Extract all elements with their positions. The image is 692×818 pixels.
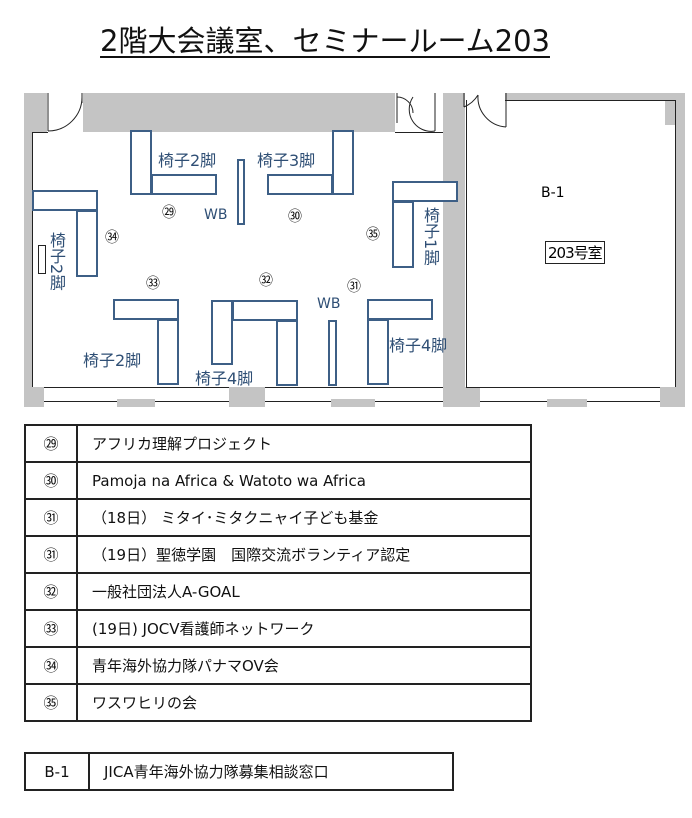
booth-b1-label: B-1: [541, 185, 565, 201]
wall-corner: [24, 93, 47, 133]
inner-wall: [505, 100, 675, 101]
booth-number: ㉙: [24, 424, 78, 463]
booth-number: ㉙: [162, 205, 176, 221]
b1-name: JICA青年海外協力隊募集相談窓口: [88, 752, 454, 791]
table-29: [151, 174, 217, 195]
chair-label: 椅子3脚: [257, 151, 316, 170]
b1-code: B-1: [24, 752, 90, 791]
booth-number: ㉛: [24, 535, 78, 574]
wall-top-header: [83, 93, 395, 132]
inner-wall: [32, 132, 48, 133]
pillar: [443, 387, 480, 407]
table-33: [157, 319, 179, 385]
inner-wall: [466, 100, 467, 387]
whiteboard-label: WB: [317, 296, 341, 312]
pillar: [660, 387, 685, 407]
booth-name: Pamoja na Africa & Watoto wa Africa: [76, 461, 532, 500]
whiteboard: [328, 320, 337, 386]
table-32: [232, 300, 298, 321]
table-30: [267, 174, 333, 195]
wall-left: [24, 93, 32, 407]
table-34: [76, 210, 98, 277]
table-row: ㉛（18日） ミタイ･ミタクニャイ子ども基金: [24, 498, 532, 537]
door-icon: [463, 93, 507, 128]
booth-number: ㉞: [24, 646, 78, 685]
table-30: [332, 130, 354, 195]
inner-wall: [466, 387, 676, 388]
booth-name: アフリカ理解プロジェクト: [76, 424, 532, 463]
booth-name: (19日) JOCV看護師ネットワーク: [76, 609, 532, 648]
booth-number: ㉝: [146, 276, 160, 292]
booth-number: ㉟: [24, 683, 78, 722]
booth-name: ワスワヒリの会: [76, 683, 532, 722]
door-gap: [465, 93, 505, 123]
whiteboard-label: WB: [204, 207, 228, 223]
wall-divider: [443, 93, 465, 407]
table-33: [113, 299, 179, 320]
booth-number: ㉚: [24, 461, 78, 500]
inner-wall: [675, 100, 676, 387]
room-name: 203号室: [545, 241, 605, 264]
booth-number: ㉟: [366, 227, 380, 243]
pillar: [229, 387, 265, 407]
b1-table: B-1 JICA青年海外協力隊募集相談窓口: [24, 752, 454, 791]
booth-name: 青年海外協力隊パナマOV会: [76, 646, 532, 685]
window: [331, 399, 375, 407]
table-row: ㉝(19日) JOCV看護師ネットワーク: [24, 609, 532, 648]
table-31: [367, 319, 389, 385]
double-door-icon: [396, 93, 436, 132]
booth-number: ㉜: [24, 572, 78, 611]
table-35: [392, 201, 414, 268]
booth-number: ㉞: [105, 230, 119, 246]
inner-wall: [32, 132, 33, 387]
wall-corner: [24, 387, 44, 407]
chair-label: 椅子4脚: [195, 369, 254, 388]
wall-right: [676, 93, 685, 407]
chair-label: 椅子4脚: [389, 336, 448, 355]
table-32: [276, 320, 298, 386]
booth-number: ㉝: [24, 609, 78, 648]
table-row: ㉛（19日）聖徳学園 国際交流ボランティア認定: [24, 535, 532, 574]
wall-top: [465, 93, 680, 101]
whiteboard: [237, 159, 245, 225]
booth-name: （18日） ミタイ･ミタクニャイ子ども基金: [76, 498, 532, 537]
inner-wall: [395, 132, 443, 133]
table-row: B-1 JICA青年海外協力隊募集相談窓口: [24, 752, 454, 791]
chair-label: 椅子2脚: [47, 232, 66, 291]
table-29: [130, 130, 152, 195]
table-34: [32, 190, 98, 211]
chair-label: 椅子2脚: [83, 351, 142, 370]
booth-name: 一般社団法人A-GOAL: [76, 572, 532, 611]
table-35: [392, 181, 458, 202]
window: [117, 399, 155, 407]
booth-number: ㉛: [347, 279, 361, 295]
booth-number: ㉛: [24, 498, 78, 537]
booth-number: ㉜: [259, 273, 273, 289]
door-icon: [47, 93, 83, 132]
outlet: [38, 245, 46, 274]
page-title: 2階大会議室、セミナールーム203: [100, 24, 550, 58]
chair-label: 椅子2脚: [158, 151, 217, 170]
window: [547, 399, 587, 407]
table-31: [367, 299, 433, 320]
chair-label: 椅子1脚: [421, 207, 440, 266]
table-32: [211, 300, 233, 365]
booth-name: （19日）聖徳学園 国際交流ボランティア認定: [76, 535, 532, 574]
booth-number: ㉚: [288, 209, 302, 225]
